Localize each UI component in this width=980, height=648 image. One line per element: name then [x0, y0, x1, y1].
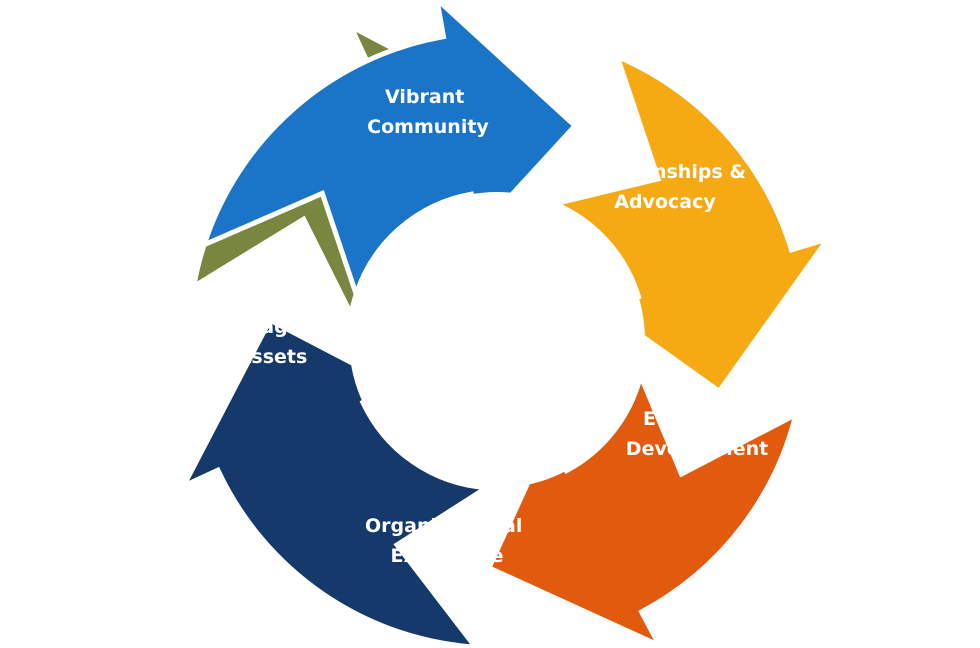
label-economic-development-line1: Economic [643, 408, 744, 430]
label-vibrant-community: Vibrant Community [367, 86, 489, 138]
label-organizational-excellence-line1: Organizational [365, 515, 522, 537]
label-economic-development-line2: Development [626, 438, 768, 460]
label-relationships-advocacy: Relationships & Advocacy [577, 161, 752, 213]
label-managing-assets: Managing Assets [216, 316, 328, 368]
label-relationships-advocacy-line2: Advocacy [614, 191, 716, 213]
label-relationships-advocacy-line1: Relationships & [577, 161, 745, 183]
label-organizational-excellence-line2: Excellence [391, 545, 504, 567]
label-managing-assets-line1: Managing [216, 316, 321, 338]
label-economic-development: Economic Development [626, 408, 768, 460]
label-vibrant-community-line1: Vibrant [385, 86, 464, 108]
label-vibrant-community-line2: Community [367, 116, 489, 138]
center-hole [349, 192, 645, 488]
label-managing-assets-line2: Assets [237, 346, 308, 368]
label-organizational-excellence: Organizational Excellence [365, 515, 529, 567]
